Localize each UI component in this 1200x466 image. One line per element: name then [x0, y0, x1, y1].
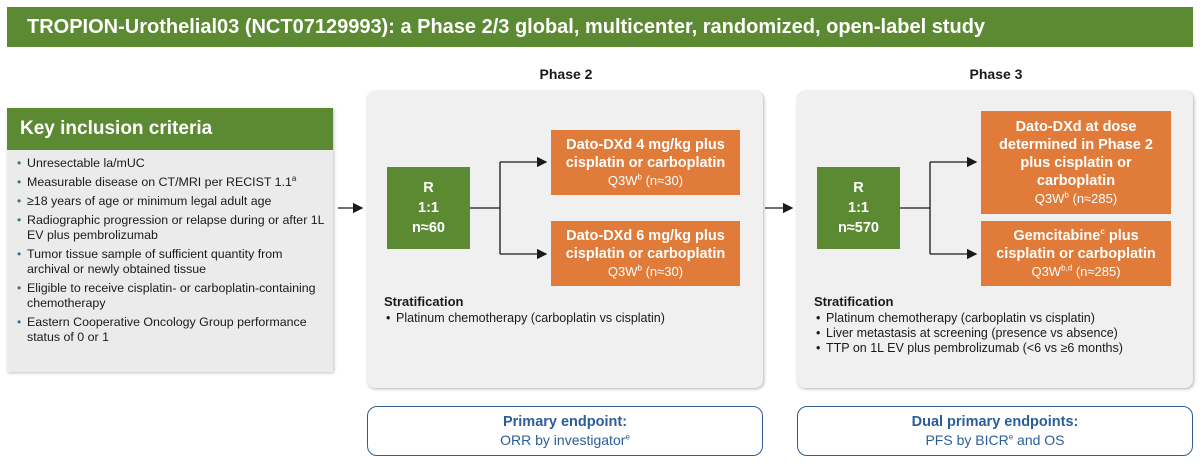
phase2-arm-4mg: Dato-DXd 4 mg/kg plus cisplatin or carbo… — [551, 130, 740, 195]
phase2-split-lines — [470, 162, 501, 254]
phase3-title: Phase 3 — [969, 66, 1023, 82]
criteria-item: Tumor tissue sample of sufficient quanti… — [17, 247, 325, 277]
criteria-item: Eligible to receive cisplatin- or carbop… — [17, 281, 325, 311]
phase2-title: Phase 2 — [539, 66, 593, 82]
stratification-item: TTP on 1L EV plus pembrolizumab (<6 vs ≥… — [814, 341, 1189, 356]
stratification-item: Platinum chemotherapy (carboplatin vs ci… — [814, 311, 1189, 326]
phase3-ratio: 1:1 — [848, 200, 869, 216]
criteria-item: Unresectable la/mUC — [17, 156, 325, 171]
inclusion-criteria-box: Key inclusion criteria Unresectable la/m… — [7, 108, 333, 372]
criteria-item: Eastern Cooperative Oncology Group perfo… — [17, 315, 325, 345]
phase3-stratification: Stratification Platinum chemotherapy (ca… — [814, 294, 1189, 356]
inclusion-criteria-title: Key inclusion criteria — [7, 108, 333, 150]
stratification-item: Platinum chemotherapy (carboplatin vs ci… — [384, 311, 754, 326]
phase2-arm-6mg: Dato-DXd 6 mg/kg plus cisplatin or carbo… — [551, 221, 740, 286]
phase2-r-label: R — [423, 180, 434, 196]
criteria-item: Measurable disease on CT/MRI per RECIST … — [17, 174, 325, 190]
phase2-ratio: 1:1 — [418, 200, 439, 216]
phase3-arm-gemcitabine: Gemcitabinec plus cisplatin or carboplat… — [981, 221, 1171, 286]
phase2-stratification: Stratification Platinum chemotherapy (ca… — [384, 294, 754, 326]
stratification-item: Liver metastasis at screening (presence … — [814, 326, 1189, 341]
phase3-primary-endpoints: Dual primary endpoints: PFS by BICRe and… — [797, 406, 1193, 456]
phase3-sample-size: n≈570 — [837, 220, 879, 236]
phase3-r-label: R — [853, 180, 864, 196]
phase3-randomization-box: R 1:1 n≈570 — [817, 167, 900, 249]
inclusion-criteria-list: Unresectable la/mUC Measurable disease o… — [7, 150, 333, 345]
phase2-primary-endpoint: Primary endpoint: ORR by investigatore — [367, 406, 763, 456]
phase2-sample-size: n≈60 — [412, 220, 445, 236]
study-title: TROPION-Urothelial03 (NCT07129993): a Ph… — [27, 15, 986, 38]
criteria-item: Radiographic progression or relapse duri… — [17, 213, 325, 243]
phase3-arm-dato-dxd: Dato-DXd at dose determined in Phase 2 p… — [981, 111, 1171, 214]
study-title-banner: TROPION-Urothelial03 (NCT07129993): a Ph… — [7, 7, 1193, 47]
criteria-item: ≥18 years of age or minimum legal adult … — [17, 194, 325, 209]
phase3-split-lines — [900, 162, 931, 254]
phase2-randomization-box: R 1:1 n≈60 — [387, 167, 470, 249]
